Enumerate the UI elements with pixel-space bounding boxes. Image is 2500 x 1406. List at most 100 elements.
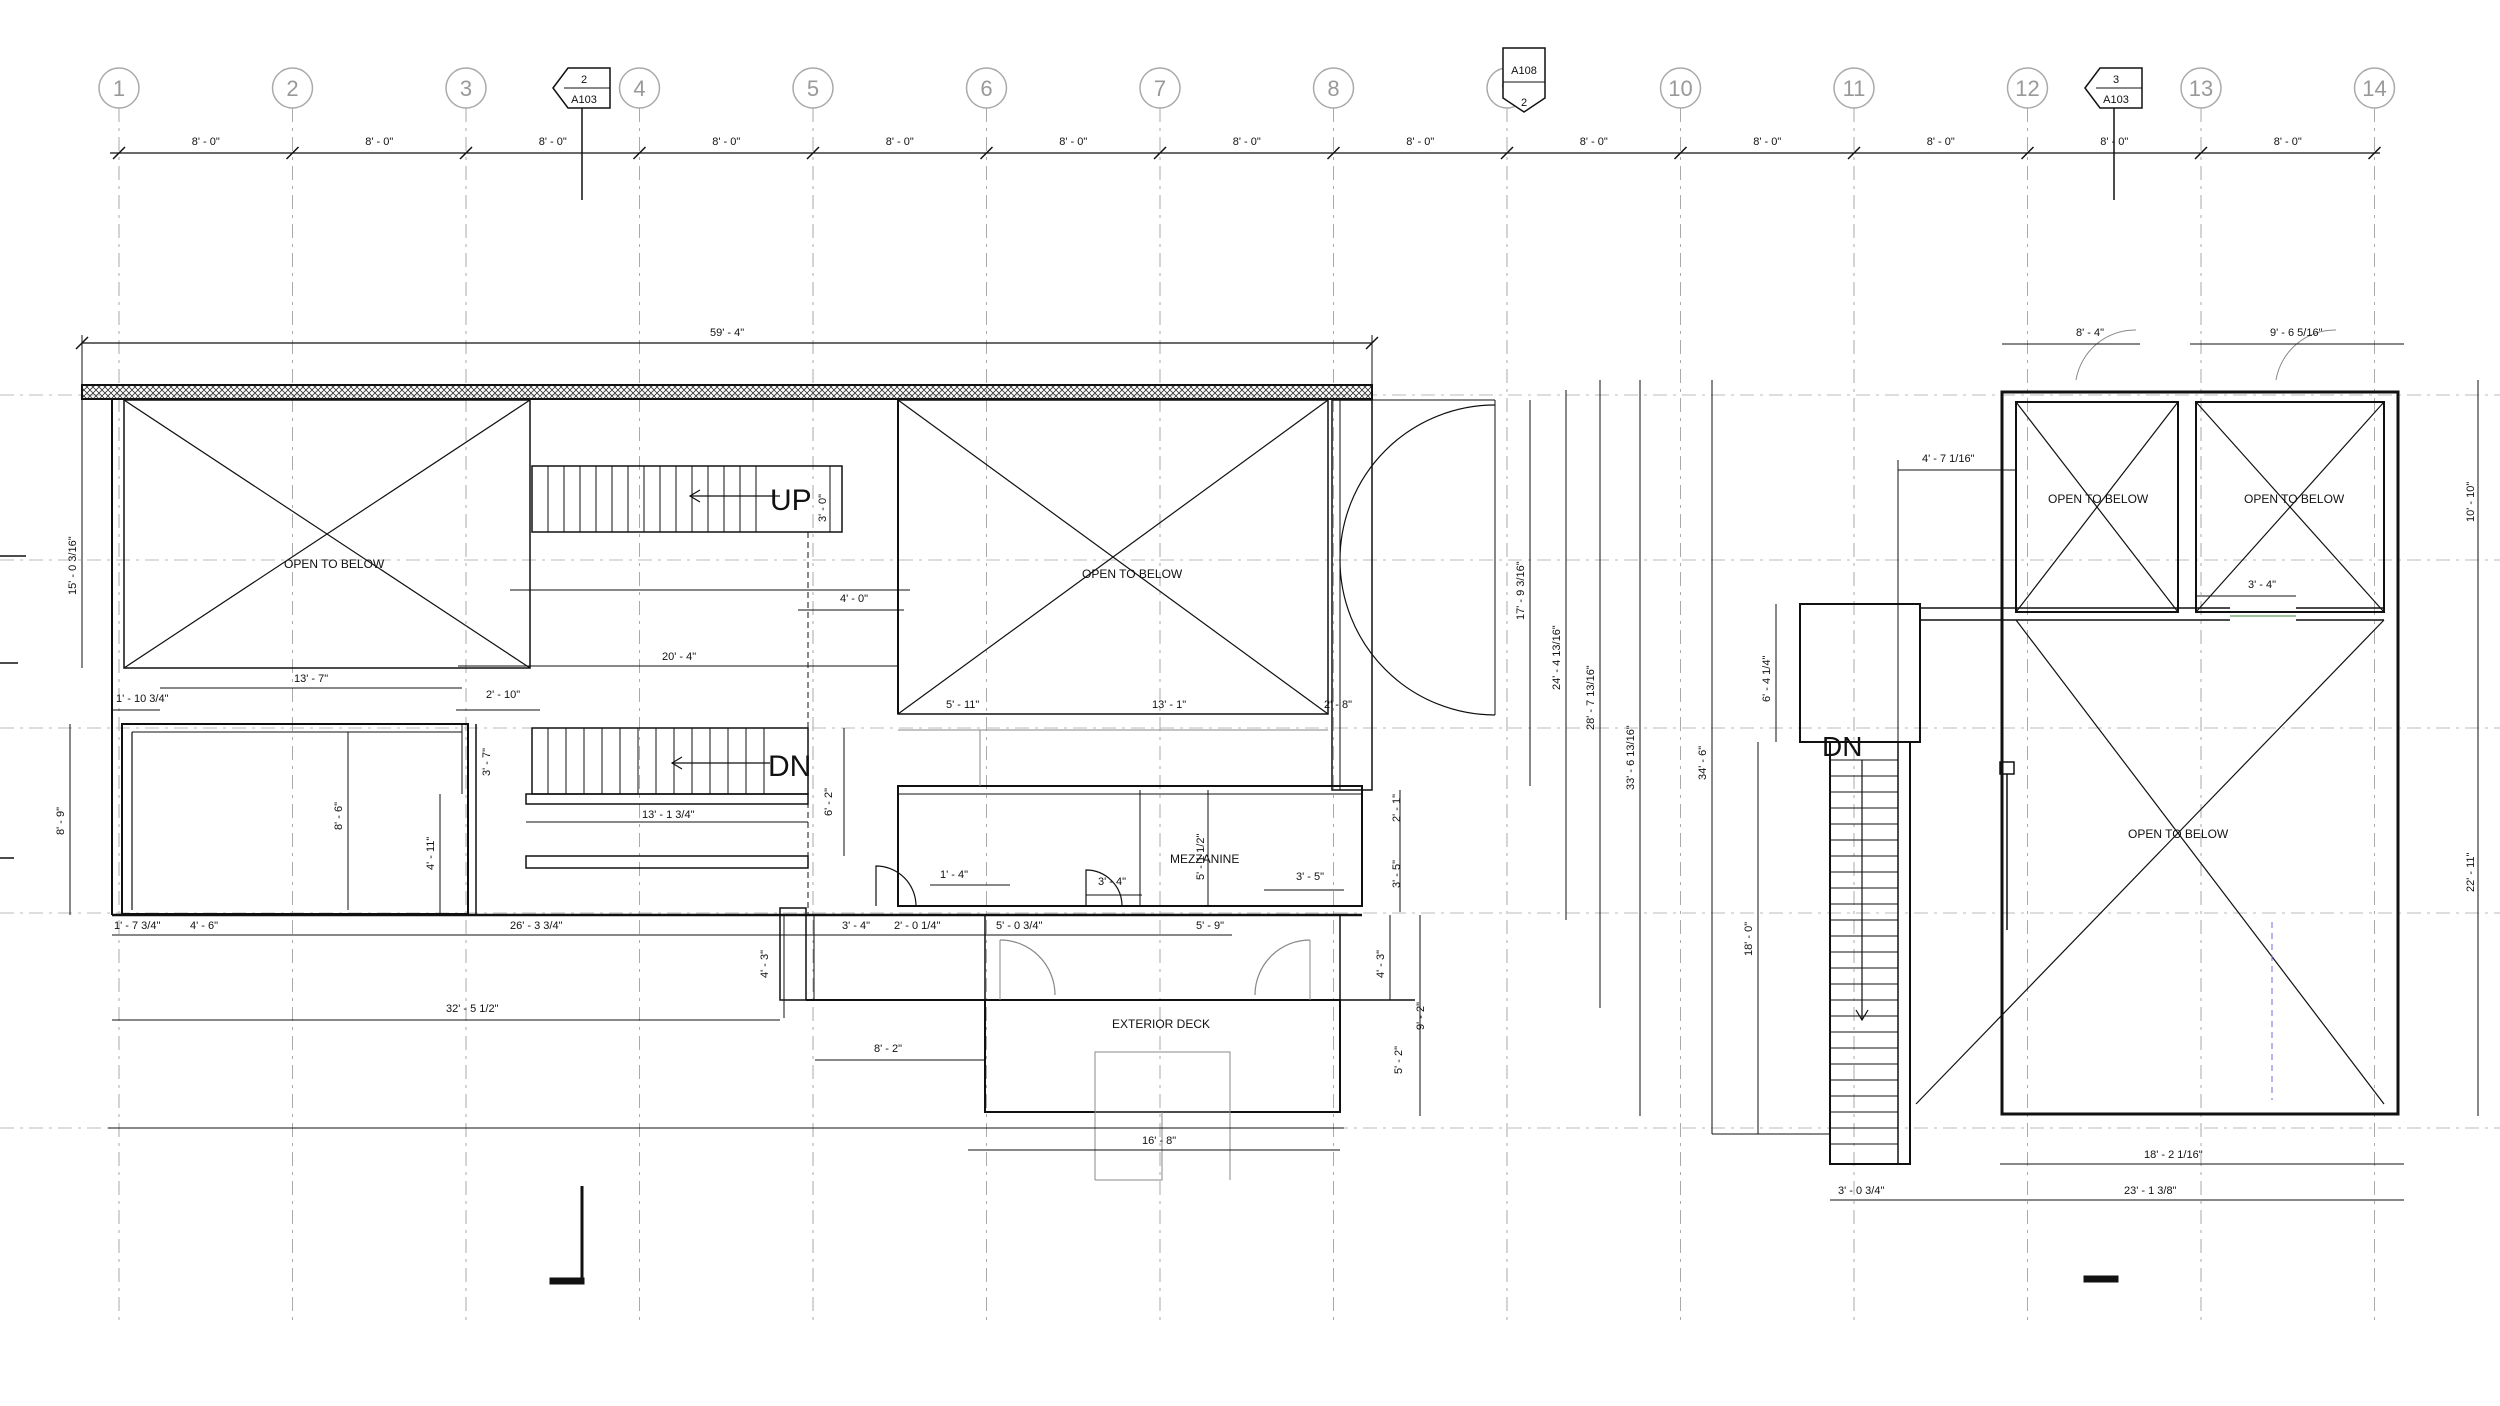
stair-up-label: UP	[770, 484, 812, 517]
dim-span: 13' - 7"	[294, 673, 328, 685]
grid-bubble-label: 11	[1843, 76, 1866, 101]
stair-down-label: DN	[768, 750, 811, 783]
dimension-labels: 59' - 4" 15' - 0 3/16" 3' - 0" 4' - 0" 2…	[55, 327, 2477, 1197]
grid-bubble	[965, 67, 1008, 109]
dim-right: 18' - 2 1/16"	[2144, 1149, 2203, 1161]
left-edge-ticks	[0, 555, 26, 859]
dim-span: 13' - 1"	[1152, 699, 1186, 711]
bay-dimension: 8' - 0"	[2274, 136, 2302, 148]
open-to-below-label: OPEN TO BELOW	[284, 557, 385, 571]
dim-height: 4' - 3"	[1375, 950, 1387, 978]
grid-bubble	[1139, 67, 1181, 109]
section-marker-2: A108 2	[1502, 47, 1546, 113]
dim-height: 3' - 7"	[481, 748, 493, 776]
dimension-tick	[112, 146, 126, 160]
dim-right: 22' - 11"	[2465, 852, 2477, 892]
section-tag-top: 2	[581, 74, 587, 86]
dim-span: 3' - 5"	[1296, 871, 1324, 883]
dim-height: 5' - 2"	[1393, 1046, 1405, 1074]
section-tag-bottom: A103	[2103, 94, 2129, 106]
dim-span: 20' - 4"	[662, 651, 696, 663]
grid-bubble-label: 8	[1327, 76, 1339, 101]
dim-height: 33' - 6 13/16"	[1625, 725, 1637, 790]
grid-bubble-label: 4	[633, 76, 645, 101]
section-marker-3: 3 A103	[2084, 67, 2143, 200]
dimension-tick	[2367, 146, 2382, 160]
right-plan	[1711, 329, 2479, 1201]
bay-dimension: 8' - 0"	[886, 136, 914, 148]
dim-bottom: 3' - 4"	[842, 920, 870, 932]
bay-dimension: 8' - 0"	[712, 136, 740, 148]
bay-dimension: 8' - 0"	[192, 136, 220, 148]
dimension-tick	[1500, 146, 1514, 160]
bay-dimension: 8' - 0"	[1059, 136, 1087, 148]
section-tag-top: A108	[1511, 65, 1537, 77]
dim-bottom: 2' - 0 1/4"	[894, 920, 940, 932]
grid-bubble	[792, 67, 834, 109]
dim-height: 4' - 3"	[759, 950, 771, 978]
section-tag-bottom: 2	[1521, 97, 1527, 109]
grid-bubble	[2180, 67, 2222, 109]
section-marker-1: 2 A103	[552, 67, 611, 200]
dim-height: 2' - 1"	[1391, 794, 1403, 822]
dim-right: 8' - 4"	[2076, 327, 2104, 339]
section-cut-marks	[549, 1186, 2119, 1285]
dim-up-run: 3' - 0"	[817, 494, 829, 522]
dim-right: 23' - 1 3/8"	[2124, 1185, 2177, 1197]
bay-dimension: 8' - 0"	[1406, 136, 1434, 148]
grid-bubble-label: 6	[980, 76, 992, 101]
dim-right: 4' - 7 1/16"	[1922, 453, 1975, 465]
left-plan	[69, 335, 1641, 1181]
grid-bubble	[98, 67, 140, 109]
grid-bubble-label: 10	[1668, 76, 1692, 101]
bay-dimension: 8' - 0"	[1580, 136, 1608, 148]
grid-bubble-label: 1	[113, 76, 125, 101]
dim-height: 9' - 2"	[1415, 1002, 1427, 1030]
grid-bubble-label: 7	[1154, 76, 1166, 101]
dimension-tick	[459, 146, 473, 160]
top-dimension-labels: 8' - 0" 8' - 0" 8' - 0" 8' - 0" 8' - 0" 8' - …	[192, 136, 2302, 148]
grid-bubble-label: 5	[807, 76, 819, 101]
dim-bottom: 5' - 9"	[1196, 920, 1224, 932]
open-to-below-label: OPEN TO BELOW	[1082, 567, 1183, 581]
grid-bubble	[445, 67, 487, 109]
dimension-tick	[979, 146, 994, 160]
grid-bubble-label: 2	[286, 76, 298, 101]
dim-landing: 4' - 0"	[840, 593, 868, 605]
grid-bubble	[271, 67, 314, 109]
mezzanine-label: MEZZANINE	[1170, 852, 1239, 866]
dim-height: 3' - 5"	[1391, 860, 1403, 888]
bay-dimension: 8' - 0"	[1753, 136, 1781, 148]
grid-bubble-label: 12	[2015, 76, 2039, 101]
dim-span: 2' - 8"	[1324, 699, 1352, 711]
top-dimension-ticks	[112, 146, 2382, 160]
dimension-tick	[2020, 146, 2035, 160]
dim-span: 5' - 11"	[946, 699, 979, 711]
grid-bubble	[2006, 67, 2049, 109]
dimension-tick	[632, 146, 647, 160]
section-tag-top: 3	[2113, 74, 2119, 86]
dim-right: 34' - 6"	[1697, 746, 1709, 780]
dim-bottom: 26' - 3 3/4"	[510, 920, 563, 932]
grid-bubble	[1833, 67, 1875, 109]
dim-right: 10' - 10"	[2465, 482, 2477, 522]
dim-span: 1' - 10 3/4"	[116, 693, 169, 705]
dim-stair: 13' - 1 3/4"	[642, 809, 695, 821]
dimension-tick	[1326, 146, 1341, 160]
dim-height: 17' - 9 3/16"	[1515, 561, 1527, 620]
dimension-tick	[2194, 146, 2208, 160]
dim-height: 28' - 7 13/16"	[1585, 665, 1597, 730]
grid-bubble	[1312, 67, 1355, 109]
dim-span: 3' - 4"	[1098, 876, 1126, 888]
open-to-below-label: OPEN TO BELOW	[2048, 492, 2149, 506]
bay-dimension: 8' - 0"	[1233, 136, 1261, 148]
dim-bottom: 5' - 0 3/4"	[996, 920, 1042, 932]
grid-bubble-label: 14	[2362, 76, 2386, 101]
dim-right: 3' - 4"	[2248, 579, 2276, 591]
dim-left-height: 15' - 0 3/16"	[67, 536, 79, 595]
dim-height: 24' - 4 13/16"	[1551, 625, 1563, 690]
dim-bottom: 1' - 7 3/4"	[114, 920, 160, 932]
grid-bubble-label: 13	[2189, 76, 2213, 101]
bay-dimension: 8' - 0"	[365, 136, 393, 148]
dim-span: 1' - 4"	[940, 869, 968, 881]
